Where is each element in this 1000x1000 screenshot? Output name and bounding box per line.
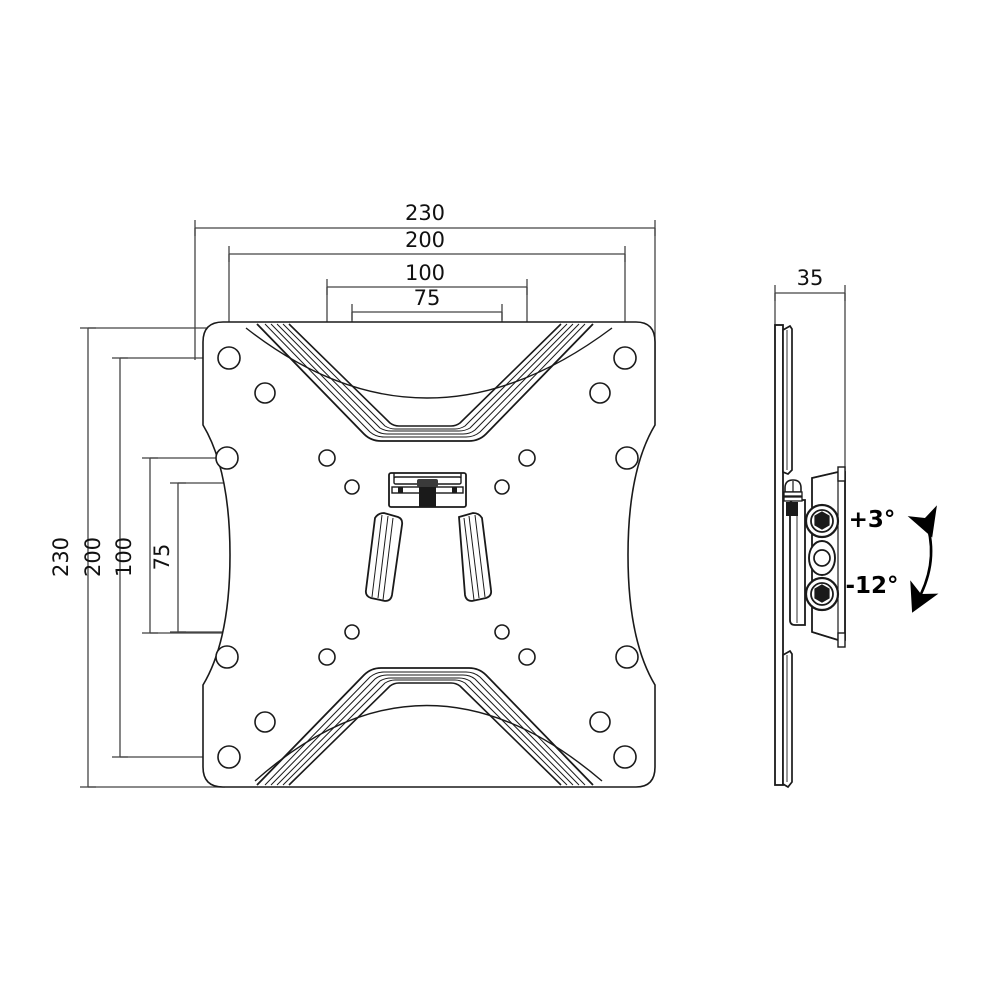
lower-rib-line-1 [264,671,586,786]
dim-label-width-200: 200 [405,228,445,252]
dim-label-height-100: 100 [112,537,136,577]
dim-label-height-75: 75 [150,544,174,571]
side-view-profile [774,324,846,789]
hole-vesa100-top-left [215,446,239,470]
plate-outline [202,321,656,788]
hole-aux-bottom-right [589,711,611,733]
upper-v-rib [256,323,594,442]
dim-label-height-200: 200 [81,537,105,577]
center-safety-lock [388,472,467,508]
hole-aux-bottom-left [254,711,276,733]
hole-aux-top-left [254,382,276,404]
tilt-bolt-lower-hex [814,584,830,603]
hole-vesa100-inner-top-right [518,449,536,467]
hole-vesa100-top-right [615,446,639,470]
hole-vesa75-bottom-right [494,624,510,640]
lower-rib-line-4 [282,679,568,786]
hole-vesa100-inner-top-left [318,449,336,467]
dim-label-depth-35: 35 [797,266,824,290]
side-wall-plate [774,324,784,786]
tilt-bolt-upper-hex [814,511,830,530]
lower-rib-line-2 [270,674,580,786]
lower-rib-inner [288,682,562,786]
hole-vesa200-top-left [217,346,241,370]
upper-rib-line-1 [264,323,586,438]
center-spring-tabs [364,512,493,602]
side-lower-rib [782,649,793,789]
hole-vesa100-bottom-right [615,645,639,669]
hole-vesa200-top-right [613,346,637,370]
upper-rib-line-4 [282,323,568,430]
tilt-up-label: +3° [849,507,896,533]
tilt-down-label: -12° [845,573,898,599]
hole-vesa200-bottom-right [613,745,637,769]
hole-vesa100-inner-bottom-right [518,648,536,666]
hole-vesa100-bottom-left [215,645,239,669]
upper-rib-inner [288,323,562,427]
hole-vesa75-top-left [344,479,360,495]
dim-label-width-75: 75 [414,286,441,310]
side-display-rail [789,499,806,626]
dim-label-width-230: 230 [405,201,445,225]
side-upper-rib [782,324,793,475]
upper-rib-line-2 [270,323,580,435]
lower-rib-outer [256,667,594,786]
tilt-arc-arrow [907,505,939,613]
spring-tab-left [364,512,404,602]
hole-vesa100-inner-bottom-left [318,648,336,666]
mounting-holes [215,346,639,769]
lock-tab-head [417,479,438,487]
lower-rib-line-3 [276,677,574,786]
lower-v-rib [256,667,594,786]
lock-tab [419,481,436,507]
dim-label-width-100: 100 [405,261,445,285]
hole-vesa75-bottom-left [344,624,360,640]
upper-rib-outer [256,323,594,442]
top-relief-curve [245,327,613,399]
side-lock-screw [783,479,803,516]
dim-label-height-230: 230 [49,537,73,577]
side-tilt-bolts [804,503,840,612]
hole-vesa75-top-right [494,479,510,495]
tilt-slot-middle-hole [813,549,831,567]
tilt-angle-indicator [907,505,939,613]
side-arm-bottom-pad [837,632,846,648]
upper-rib-line-3 [276,323,574,432]
hole-aux-top-right [589,382,611,404]
hole-vesa200-bottom-left [217,745,241,769]
side-arm-top-pad [837,466,846,482]
